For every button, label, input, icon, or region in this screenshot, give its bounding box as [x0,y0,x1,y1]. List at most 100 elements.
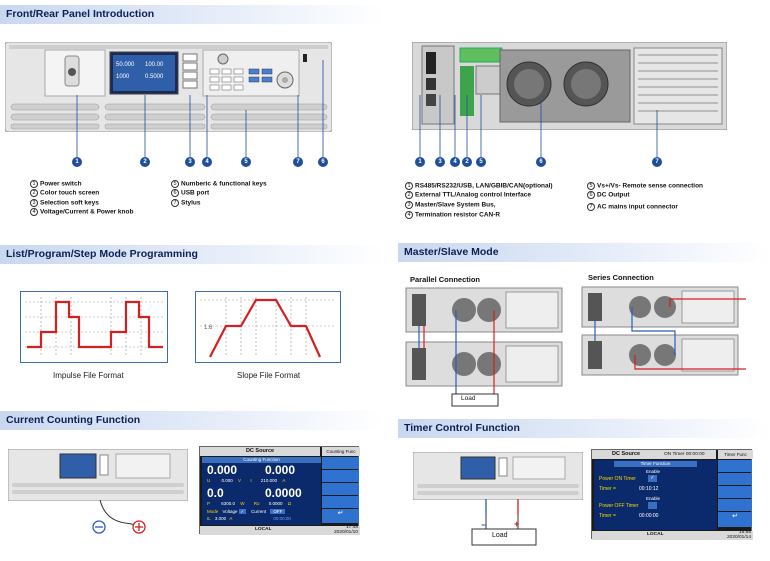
front-callout-3: 3 [185,157,195,167]
front-callout-1: 1 [72,157,82,167]
counting-header: Current Counting Function [0,411,385,430]
timer-enter-icon[interactable]: ↵ [718,512,752,527]
impulse-waveform-box [20,291,168,363]
timer-side-buttons: ↵ [718,460,752,530]
svg-text:1.6: 1.6 [204,325,213,331]
timer-display: Timer Function Enable Power ON Timer ✓ T… [594,460,717,530]
counting-voltage-check-icon[interactable]: ✓ [238,509,246,514]
programming-header: List/Program/Step Mode Programming [0,245,385,264]
counting-v2: 0.000 [265,463,296,477]
counting-voltage-option[interactable]: Voltage [222,509,238,514]
timer-status: LOCAL [647,532,664,537]
counting-ro-unit: Ω [287,501,292,506]
counting-device [7,448,189,502]
counting-clock-date: 2020/01/10 [333,530,358,535]
timer-subtitle: Timer Function [614,461,697,467]
counting-ro-val: 0.0000 [268,501,283,506]
timer-plus-icon: + [514,519,520,529]
counting-p-label: P [207,501,210,506]
rear-panel-device [411,41,728,131]
counting-clock-time: 17:48 [345,525,358,530]
counting-ro-label: Ro [253,501,260,506]
counting-subtitle: Counting Function [202,457,321,463]
counting-il-unit: A [229,516,233,521]
counting-time: 00:00:00 [273,516,291,521]
counting-side-tab[interactable]: Counting Func [322,447,360,456]
rear-callout-5: 5 [476,157,486,167]
front-callout-7: 7 [293,157,303,167]
counting-il-val: 3.000 [214,516,227,521]
counting-u-label: U [207,478,211,483]
counting-i-val: 210.000 [260,478,278,483]
counting-side-button-3[interactable] [322,483,359,495]
counting-side-button-1[interactable] [322,457,359,469]
front-panel-device: 50.000 100.00 1000 0.5000 [4,41,333,133]
counting-i-unit: A [282,478,286,483]
parallel-connection-label: Parallel Connection [410,275,481,284]
parallel-connection-diagram [404,286,564,408]
counting-off-badge[interactable]: OFF [270,509,286,514]
timer-side-button-2[interactable] [718,473,752,485]
counting-current-option[interactable]: Current [251,509,267,514]
master-slave-header: Master/Slave Mode [398,243,770,262]
timer-enable-1: Enable [646,469,661,474]
timer-value-2[interactable]: 00:00:00 [639,513,659,519]
timer-side-button-4[interactable] [718,499,752,511]
timer-side-tab[interactable]: Timer Func [718,450,753,459]
front-callout-4: 4 [202,157,212,167]
counting-p-val: 6300.0 [221,501,235,506]
slope-waveform-box: 1.6 [195,291,341,363]
front-callout-2: 2 [140,157,150,167]
counting-enter-icon[interactable]: ↵ [322,509,359,523]
timer-power-off-check-box[interactable] [648,502,657,509]
counting-i-label: I [250,478,252,483]
svg-text:50.000: 50.000 [116,62,135,68]
timer-minus-icon: − [481,520,487,530]
counting-side-button-2[interactable] [322,470,359,482]
timer-side-button-3[interactable] [718,486,752,498]
timer-label-2: Timer = [599,513,616,519]
counting-leads [92,499,146,534]
timer-enable-2: Enable [646,496,661,501]
counting-side-button-4[interactable] [322,496,359,508]
svg-text:1000: 1000 [116,74,130,80]
timer-clock-time: 15:55 [738,530,751,535]
series-connection-label: Series Connection [588,273,654,282]
counting-display: Counting Function 0.000 0.000 U 0.000 V … [202,457,321,525]
counting-screen-title: DC Source [200,447,320,456]
timer-clock-date: 2020/01/14 [726,535,751,540]
timer-screen-title-bar: DC Source ON Timer 00:00:00 [592,450,716,459]
rear-callout-2: 2 [462,157,472,167]
timer-power-on-check-icon[interactable]: ✓ [648,475,657,482]
timer-value-1[interactable]: 00:10:12 [639,486,659,492]
counting-status-bar: LOCAL 17:48 2020/01/10 [200,525,360,535]
series-connection-diagram [580,285,748,377]
counting-il-label: IL [207,516,211,521]
timer-status-bar: LOCAL 15:55 2020/01/14 [592,530,753,540]
front-callout-5: 5 [241,157,251,167]
timer-load-wiring [471,499,537,546]
counting-p1: 0.0 [207,486,224,500]
timer-label-1: Timer = [599,486,616,492]
slope-caption: Slope File Format [237,371,301,380]
rear-callout-7: 7 [652,157,662,167]
counting-p2: 0.0000 [265,486,302,500]
timer-side-button-1[interactable] [718,460,752,472]
rear-callout-1: 1 [415,157,425,167]
timer-load-label: Load [492,532,508,539]
svg-text:100.00: 100.00 [145,62,164,68]
timer-power-off-label: Power OFF Timer [599,503,639,509]
front-callout-6: 6 [318,157,328,167]
